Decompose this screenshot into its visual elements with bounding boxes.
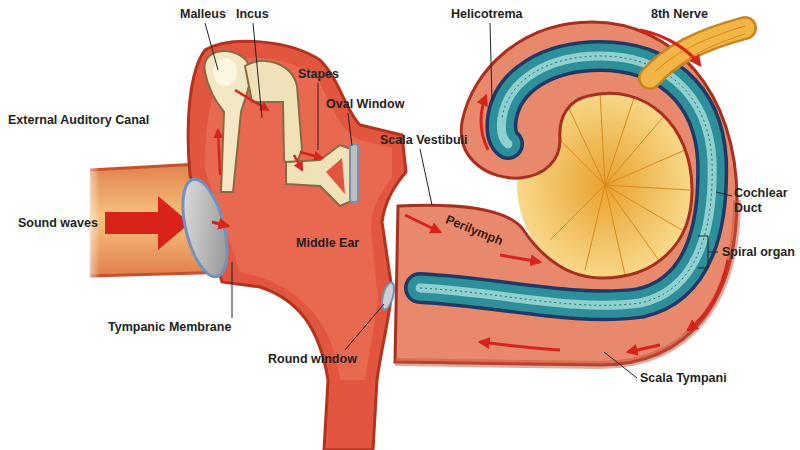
part-label: 8th Nerve [651, 7, 731, 22]
leader-line [345, 304, 384, 350]
flow-arrow [218, 130, 220, 175]
part-label: Cochlear Duct [734, 186, 796, 216]
part-label: External Auditory Canal [8, 113, 188, 128]
nerve-fiber [565, 100, 605, 185]
flow-arrow [212, 222, 228, 226]
stapes-bone [286, 145, 354, 206]
flow-arrow [294, 155, 302, 170]
flow-arrow [235, 90, 268, 110]
part-label: Tympanic Membrane [108, 320, 258, 335]
flow-arrow [481, 96, 488, 150]
part-label: Oval Window [326, 97, 426, 112]
part-label: Incus [236, 7, 296, 22]
part-label: Round window [268, 352, 378, 367]
cochlea [395, 22, 737, 365]
flow-arrow [300, 152, 322, 158]
incus-bone [245, 61, 302, 174]
flow-arrow [405, 215, 440, 232]
malleus-head [213, 58, 237, 86]
flow-arrow [628, 345, 660, 352]
hair-cells [420, 56, 712, 305]
nerve-fiber [600, 92, 605, 185]
flow-arrow [640, 30, 700, 65]
flow-arrow [480, 342, 560, 350]
leader-line [716, 192, 732, 196]
nerve-fiber [605, 150, 685, 185]
part-label: Spiral organ [722, 245, 800, 260]
nerve-fiber [605, 185, 690, 190]
spiral-organ-band [420, 56, 712, 305]
leader-line [604, 352, 637, 378]
nerve-fiber [605, 95, 635, 185]
flow-arrow [688, 260, 728, 330]
spiral-organ-bracket [698, 236, 718, 268]
part-label: Scala Tympani [640, 371, 750, 386]
leader-line [318, 83, 319, 150]
nerve-fiber [605, 115, 665, 185]
nerve-fiber [605, 185, 682, 230]
leader-line [348, 113, 352, 146]
leader-line [205, 23, 218, 70]
nerve-fiber [655, 26, 745, 72]
malleus-bone [204, 51, 250, 192]
sound-arrow [105, 196, 190, 250]
stapes-opening [326, 158, 345, 194]
flow-arrow [500, 255, 540, 262]
part-label: Scala Vestibuli [380, 133, 500, 148]
leader-line [420, 149, 432, 205]
cochlear-duct-wall [420, 56, 712, 305]
nerve-fiber [605, 185, 625, 275]
leader-line [490, 23, 492, 100]
oval-window [350, 144, 358, 202]
nerve-fiber [585, 185, 605, 270]
cochlear-duct [420, 56, 712, 305]
part-label: Helicotrema [451, 7, 541, 22]
leader-lines [205, 23, 732, 378]
part-label: Sound waves [18, 216, 118, 231]
nerve-fiber [550, 185, 605, 240]
part-label: Middle Ear [296, 236, 386, 251]
leader-line [232, 262, 233, 318]
part-label: Stapes [298, 67, 368, 82]
leader-line [253, 23, 262, 118]
